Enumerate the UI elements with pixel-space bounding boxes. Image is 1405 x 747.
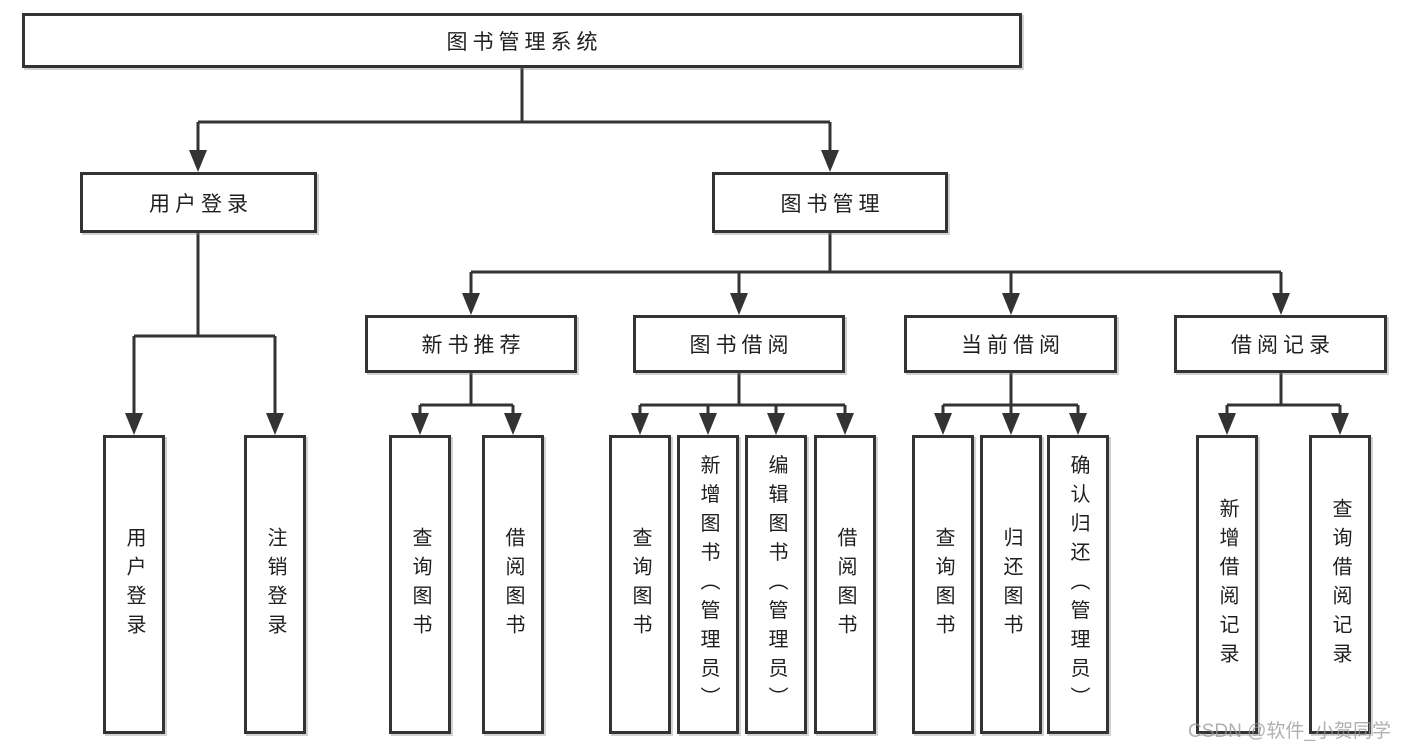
leaf-label: 归还图书 [1000,526,1022,643]
leaf-user-login: 用户登录 [103,435,165,734]
leaf-label: 查询图书 [932,526,954,643]
node-label: 借阅记录 [1231,334,1335,357]
leaf-label: 确认归还（管理员） [1067,454,1089,715]
leaf-add-borrow-record: 新增借阅记录 [1196,435,1258,734]
node-label: 图书管理系统 [446,30,603,54]
leaf-borrow-books: 借阅图书 [814,435,876,734]
node-user-login-branch: 用户登录 [80,172,317,233]
leaf-query-books-current: 查询图书 [912,435,974,734]
leaf-label: 借阅图书 [834,526,856,643]
node-book-borrowing: 图书借阅 [633,315,845,373]
leaf-query-books-recommend: 查询图书 [389,435,451,734]
leaf-label: 查询图书 [409,526,431,643]
leaf-query-books-borrow: 查询图书 [609,435,671,734]
node-book-management-branch: 图书管理 [712,172,948,233]
leaf-borrow-books-recommend: 借阅图书 [482,435,544,734]
node-current-borrowing: 当前借阅 [904,315,1117,373]
leaf-label: 编辑图书（管理员） [765,454,787,715]
leaf-label: 新增借阅记录 [1216,497,1238,672]
leaf-label: 用户登录 [123,526,145,643]
node-book-management-system: 图书管理系统 [22,13,1022,68]
node-label: 当前借阅 [961,334,1065,357]
leaf-return-books: 归还图书 [980,435,1042,734]
node-label: 图书借阅 [689,334,794,357]
leaf-label: 查询图书 [629,526,651,643]
leaf-query-borrow-record: 查询借阅记录 [1309,435,1371,734]
node-borrowing-records: 借阅记录 [1174,315,1387,373]
node-label: 用户登录 [149,192,253,216]
leaf-label: 新增图书（管理员） [697,454,719,715]
node-label: 新书推荐 [421,334,526,357]
node-label: 图书管理 [780,192,885,216]
node-new-book-recommendation: 新书推荐 [365,315,577,373]
leaf-label: 查询借阅记录 [1329,497,1351,672]
leaf-label: 注销登录 [264,526,286,643]
leaf-logout: 注销登录 [244,435,306,734]
leaf-label: 借阅图书 [502,526,524,643]
leaf-add-books-admin: 新增图书（管理员） [677,435,739,734]
leaf-confirm-return-admin: 确认归还（管理员） [1047,435,1109,734]
csdn-watermark: CSDN @软件_小贺同学 [1188,721,1391,742]
leaf-edit-books-admin: 编辑图书（管理员） [745,435,807,734]
